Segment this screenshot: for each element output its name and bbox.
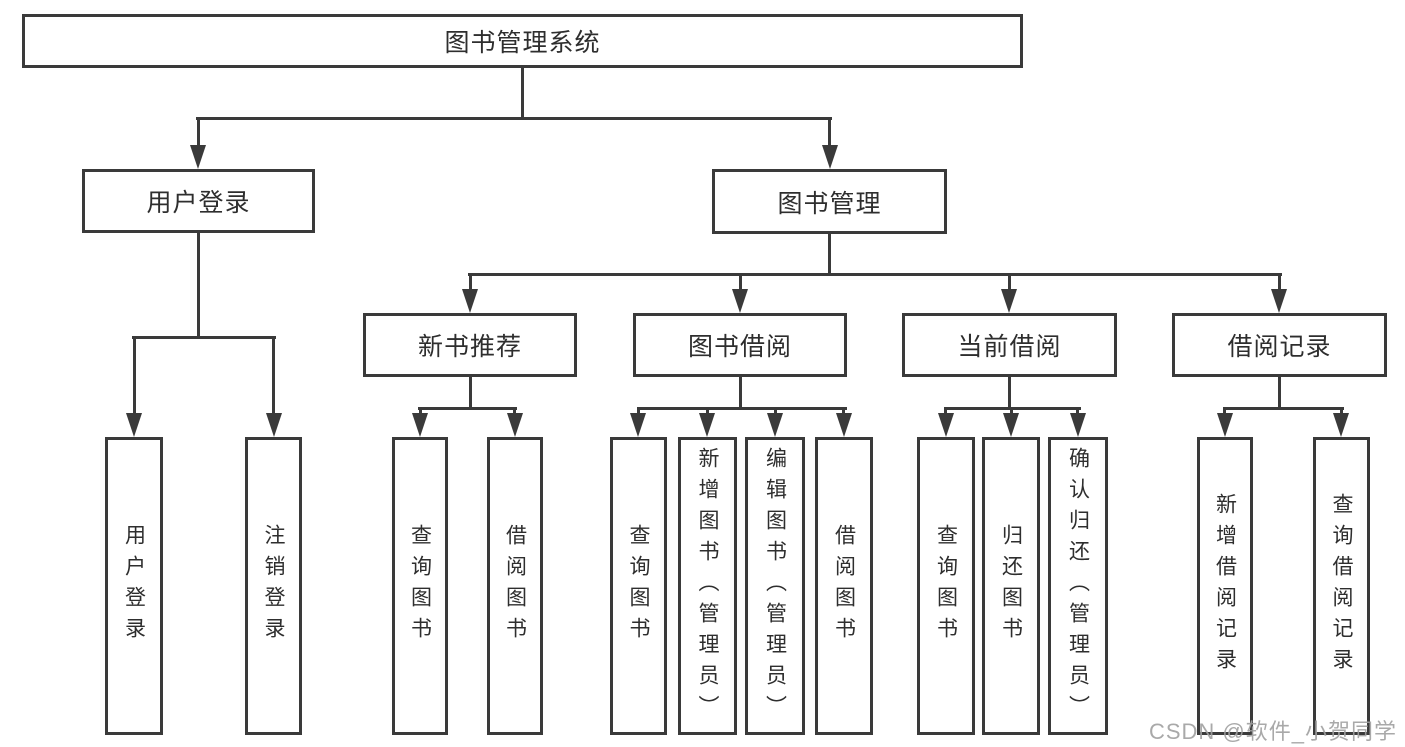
- node-user-login: 用户登录: [82, 169, 315, 233]
- arrow-down-icon: [1070, 413, 1086, 437]
- leaf-confirm-return-admin: 确认归还（管理员）: [1048, 437, 1108, 735]
- leaf-return-books: 归还图书: [982, 437, 1040, 735]
- arrow-down-icon: [1333, 413, 1349, 437]
- arrow-down-icon: [126, 413, 142, 437]
- leaf-borrow-books-recommend: 借阅图书: [487, 437, 543, 735]
- arrow-down-icon: [938, 413, 954, 437]
- connector-line: [944, 407, 947, 416]
- connector-line: [1008, 273, 1011, 292]
- connector-line: [828, 234, 831, 276]
- arrow-down-icon: [462, 289, 478, 313]
- node-library-system: 图书管理系统: [22, 14, 1023, 68]
- arrow-down-icon: [836, 413, 852, 437]
- connector-line: [774, 407, 777, 416]
- leaf-user-login: 用户登录: [105, 437, 163, 735]
- leaf-add-borrow-record: 新增借阅记录: [1197, 437, 1253, 735]
- connector-line: [197, 233, 200, 339]
- connector-line: [1076, 407, 1079, 416]
- arrow-down-icon: [1217, 413, 1233, 437]
- leaf-query-books-borrowing: 查询图书: [610, 437, 667, 735]
- connector-line: [1008, 377, 1011, 410]
- connector-line: [1278, 273, 1281, 292]
- arrow-down-icon: [412, 413, 428, 437]
- node-book-management: 图书管理: [712, 169, 947, 234]
- connector-line: [133, 336, 136, 416]
- connector-line: [513, 407, 516, 416]
- arrow-down-icon: [1003, 413, 1019, 437]
- connector-line: [469, 273, 472, 292]
- arrow-down-icon: [767, 413, 783, 437]
- node-borrowing-records: 借阅记录: [1172, 313, 1387, 377]
- watermark-text: CSDN @软件_小贺同学: [1148, 719, 1397, 744]
- connector-line: [132, 336, 276, 339]
- arrow-down-icon: [822, 145, 838, 169]
- leaf-query-books-current: 查询图书: [917, 437, 975, 735]
- connector-line: [469, 377, 472, 410]
- connector-line: [637, 407, 847, 410]
- node-current-borrowing: 当前借阅: [902, 313, 1117, 377]
- leaf-edit-book-admin: 编辑图书（管理员）: [745, 437, 805, 735]
- connector-line: [197, 117, 200, 148]
- leaf-logout: 注销登录: [245, 437, 302, 735]
- arrow-down-icon: [507, 413, 523, 437]
- node-book-borrowing: 图书借阅: [633, 313, 847, 377]
- connector-line: [521, 68, 524, 120]
- connector-line: [468, 273, 1282, 276]
- node-new-book-recommend: 新书推荐: [363, 313, 577, 377]
- leaf-query-borrow-record: 查询借阅记录: [1313, 437, 1370, 735]
- connector-line: [739, 273, 742, 292]
- connector-line: [1010, 407, 1013, 416]
- arrow-down-icon: [732, 289, 748, 313]
- connector-line: [706, 407, 709, 416]
- connector-line: [1278, 377, 1281, 410]
- arrow-down-icon: [699, 413, 715, 437]
- arrow-down-icon: [190, 145, 206, 169]
- connector-line: [1223, 407, 1226, 416]
- connector-line: [418, 407, 517, 410]
- connector-line: [637, 407, 640, 416]
- arrow-down-icon: [1001, 289, 1017, 313]
- arrow-down-icon: [266, 413, 282, 437]
- leaf-borrow-books: 借阅图书: [815, 437, 873, 735]
- connector-line: [1223, 407, 1344, 410]
- leaf-add-book-admin: 新增图书（管理员）: [678, 437, 737, 735]
- connector-line: [828, 117, 831, 148]
- connector-line: [739, 377, 742, 410]
- connector-line: [1340, 407, 1343, 416]
- connector-line: [196, 117, 832, 120]
- connector-line: [272, 336, 275, 416]
- connector-line: [842, 407, 845, 416]
- arrow-down-icon: [1271, 289, 1287, 313]
- leaf-query-books-recommend: 查询图书: [392, 437, 448, 735]
- arrow-down-icon: [630, 413, 646, 437]
- connector-line: [419, 407, 422, 416]
